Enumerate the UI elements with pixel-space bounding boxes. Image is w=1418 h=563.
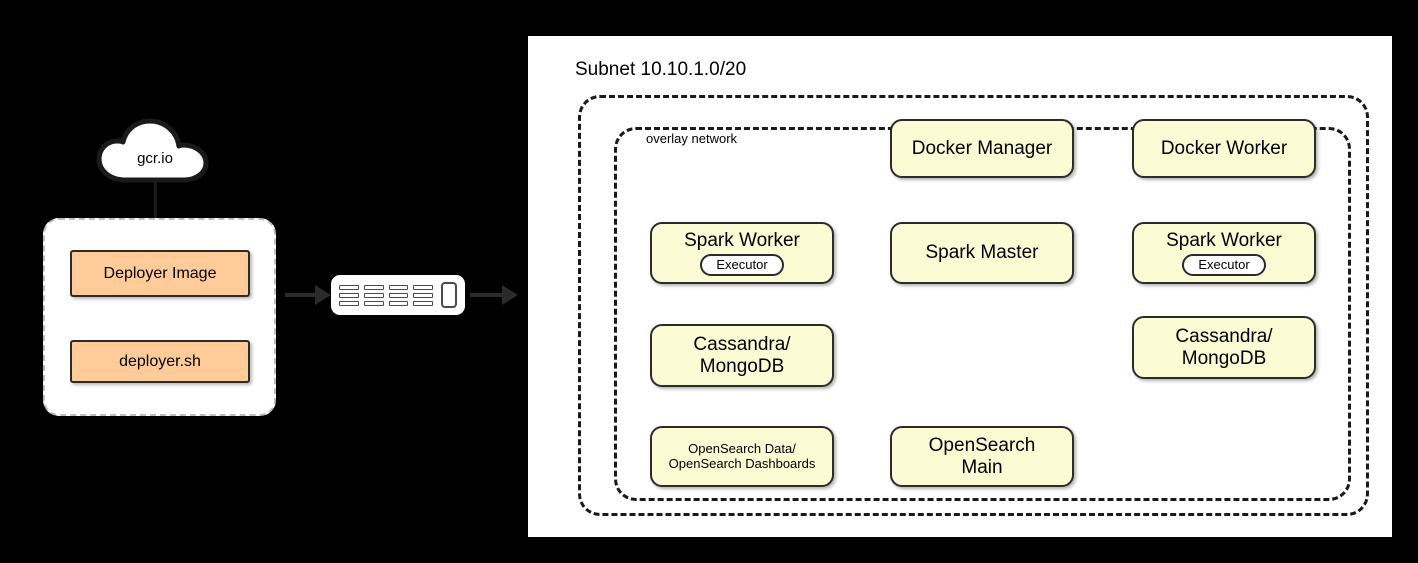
node-spark-master[interactable]: Spark Master [890,222,1074,284]
node-label: Spark Worker [684,229,800,251]
server-slot [339,284,359,290]
node-label: Spark Master [925,242,1039,264]
node-label-line2: Main [961,456,1003,478]
server-slot [363,300,384,306]
cloud-icon [96,118,209,183]
node-label-line2: MongoDB [699,355,785,377]
arrow-shaft [285,293,317,297]
cloud-panel: Subnet 10.10.1.0/20 overlay network Dock… [528,36,1392,537]
subnet-title: Subnet 10.10.1.0/20 [575,59,747,80]
node-label-line1: Cassandra/ [1175,325,1273,347]
node-label: Spark Worker [1166,229,1282,251]
arrow-head [502,285,518,305]
server-slot [388,292,409,298]
server-column [339,284,359,306]
node-cassandra-mongodb-left[interactable]: Cassandra/ MongoDB [650,324,834,387]
node-label: Docker Manager [911,137,1053,159]
server-slot [388,300,409,306]
node-docker-manager[interactable]: Docker Manager [890,119,1074,178]
cloud-connector-line [154,178,157,250]
server-column [363,284,384,306]
node-opensearch-data[interactable]: OpenSearch Data/ OpenSearch Dashboards [650,426,834,487]
executor-badge: Executor [700,253,784,277]
server-slot [388,284,409,290]
node-label-line1: OpenSearch Data/ [688,440,796,456]
node-label-line1: Cassandra/ [693,333,791,355]
server-slot [413,300,433,306]
node-docker-worker[interactable]: Docker Worker [1132,119,1316,178]
node-label: Docker Worker [1160,137,1288,159]
node-spark-worker-right[interactable]: Spark Worker Executor [1132,222,1316,284]
server-slot [339,300,359,306]
overlay-network-label: overlay network [646,131,738,146]
node-label-line1: OpenSearch [928,434,1036,456]
node-label-line2: OpenSearch Dashboards [668,455,816,471]
node-spark-worker-left[interactable]: Spark Worker Executor [650,222,834,284]
arrow-head [315,285,331,305]
server-column [388,284,409,306]
server-column [413,284,433,306]
executor-badge: Executor [1182,253,1266,277]
deployer-container [43,218,276,416]
server-drive-icon [441,282,457,308]
server-slot [413,292,433,298]
deployer-image-box[interactable]: Deployer Image [70,250,250,297]
server-rack-icon [331,275,465,315]
node-opensearch-main[interactable]: OpenSearch Main [890,426,1074,487]
node-label-line2: MongoDB [1181,347,1267,369]
gcr-cloud: gcr.io [95,118,215,183]
deployer-sh-box[interactable]: deployer.sh [70,340,250,383]
server-slot [363,284,384,290]
server-slot [339,292,359,298]
server-slot [363,292,384,298]
subnet-boundary [578,95,1369,516]
arrow-shaft [470,293,504,297]
server-slot [413,284,433,290]
node-cassandra-mongodb-right[interactable]: Cassandra/ MongoDB [1132,316,1316,379]
gcr-label: gcr.io [137,150,173,167]
